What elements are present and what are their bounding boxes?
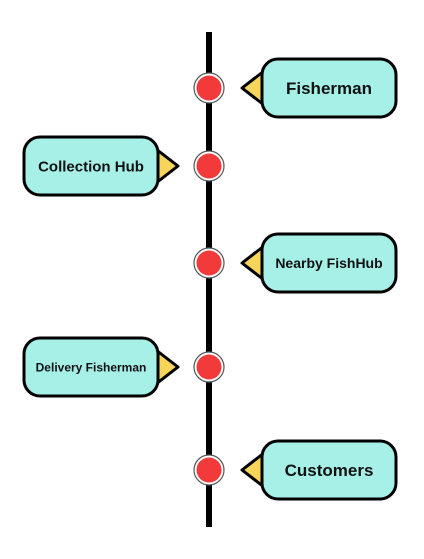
step-label: Customers xyxy=(285,461,374,480)
step-label: Fisherman xyxy=(286,79,372,98)
timeline-step: Fisherman xyxy=(193,57,398,119)
step-label: Delivery Fisherman xyxy=(36,360,147,374)
node-dot xyxy=(196,153,222,179)
timeline-step: Delivery Fisherman xyxy=(22,336,225,398)
node-dot xyxy=(196,75,222,101)
label-box xyxy=(22,336,160,398)
timeline-step: Nearby FishHub xyxy=(193,232,398,294)
label-box xyxy=(260,232,398,294)
step-label: Nearby FishHub xyxy=(275,255,382,271)
node-dot xyxy=(196,457,222,483)
label-box xyxy=(22,135,160,197)
label-box xyxy=(260,57,398,119)
node-dot xyxy=(196,354,222,380)
step-label: Collection Hub xyxy=(38,158,144,175)
node-dot xyxy=(196,250,222,276)
timeline-step: Collection Hub xyxy=(22,135,225,197)
timeline-step: Customers xyxy=(193,439,398,501)
label-box xyxy=(260,439,398,501)
